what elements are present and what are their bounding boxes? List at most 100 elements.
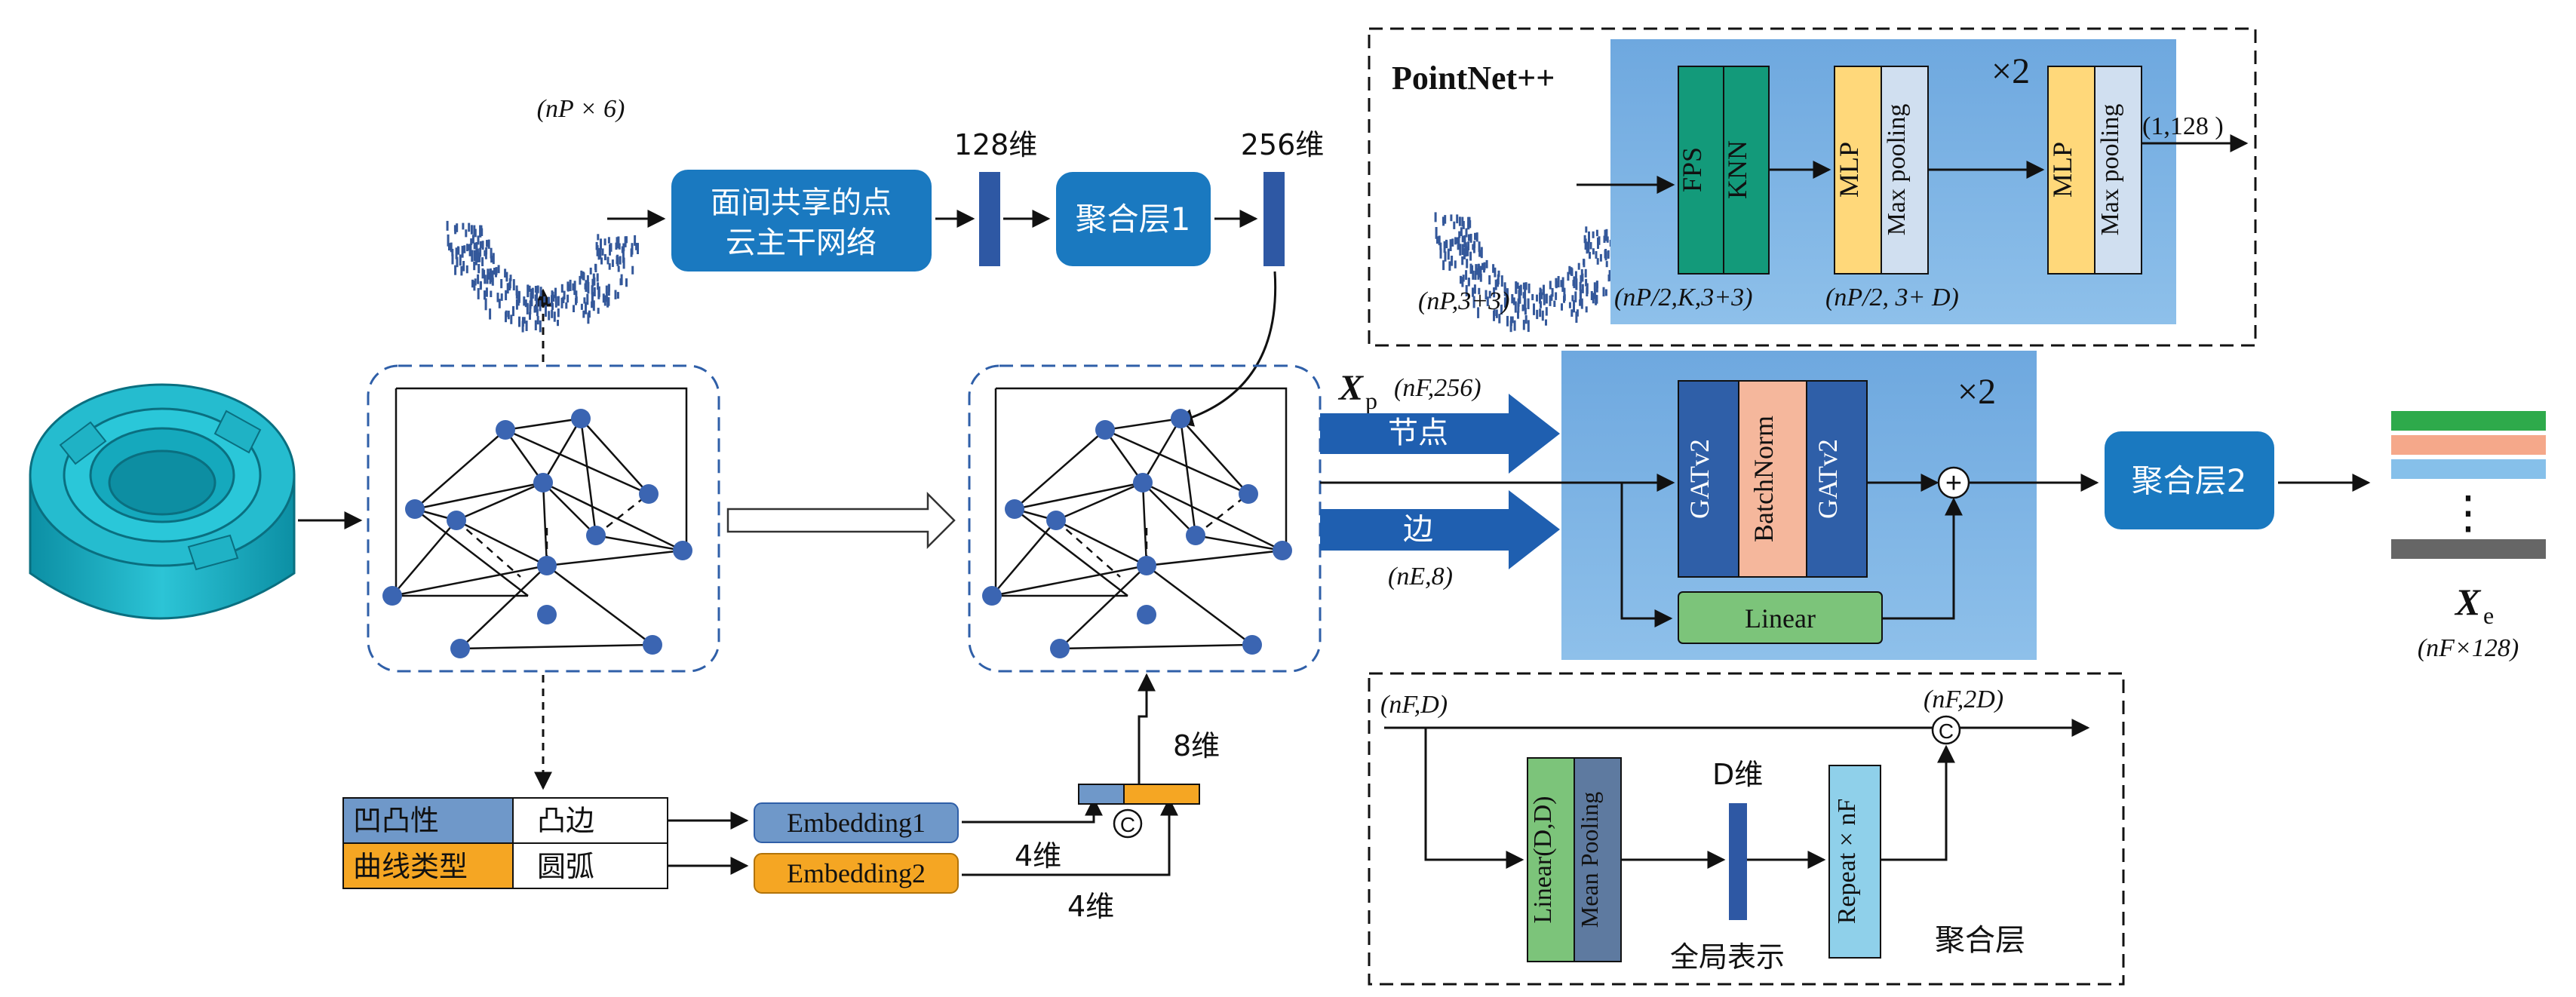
mean-pooling-block (1574, 757, 1622, 962)
point-marker (1469, 251, 1472, 261)
xe-shape: (nF×128) (2418, 634, 2519, 662)
point-marker (481, 257, 484, 266)
point-marker (453, 225, 456, 232)
xp-symbol: X (1337, 368, 1364, 408)
point-marker (596, 245, 599, 256)
point-marker (557, 308, 560, 318)
point-marker (597, 234, 600, 241)
point-marker (448, 243, 450, 251)
point-marker (477, 274, 480, 284)
edge-attribute-table (342, 797, 668, 889)
maxpool2-block (2094, 66, 2142, 275)
point-marker (622, 250, 625, 263)
pointnet-point-cloud-image (1434, 212, 1627, 333)
xp-subscript: p (1365, 387, 1377, 414)
point-marker (548, 296, 550, 304)
point-marker (1595, 229, 1598, 237)
point-marker (471, 250, 474, 262)
point-marker (1586, 283, 1589, 294)
dim-128-label: 128维 (954, 128, 1038, 161)
point-marker (484, 290, 486, 300)
point-marker (1454, 237, 1457, 245)
point-marker (1488, 275, 1491, 285)
point-marker (1505, 292, 1508, 304)
point-marker (454, 265, 457, 275)
embedding1-label: Embedding1 (787, 808, 926, 838)
mlp-shape: (nP/2, 3+ D) (1825, 284, 1959, 311)
point-marker (1442, 216, 1445, 223)
point-marker (603, 238, 606, 246)
point-cloud-shape-label: (nP × 6) (537, 95, 625, 123)
feature-256-bar (1263, 172, 1285, 266)
point-marker (554, 287, 557, 299)
xp-shape: (nF,256) (1394, 374, 1481, 402)
point-marker (1517, 298, 1520, 307)
point-marker (536, 308, 539, 317)
point-marker (616, 256, 619, 266)
point-marker (1580, 269, 1583, 280)
face-embedding-matrix (2391, 411, 2546, 559)
point-marker (1472, 270, 1475, 280)
point-marker (1442, 260, 1445, 271)
point-marker (468, 247, 471, 256)
point-marker (1605, 261, 1608, 268)
point-marker (523, 317, 526, 324)
point-marker (1486, 296, 1489, 306)
repeat-label: Repeat × nF (1833, 799, 1861, 924)
agg2-label: 聚合层2 (2132, 462, 2247, 499)
point-marker (1464, 249, 1467, 257)
aggregation-layer-2-box (2105, 431, 2274, 529)
point-marker (477, 235, 480, 245)
point-marker (1448, 261, 1451, 271)
point-marker (1464, 242, 1467, 251)
point-marker (515, 299, 518, 310)
point-marker (1500, 275, 1503, 287)
point-marker (575, 298, 577, 305)
point-marker (1589, 242, 1592, 250)
point-marker (470, 225, 473, 235)
point-marker (473, 281, 476, 291)
point-marker (1436, 236, 1438, 244)
shared-backbone-box (671, 170, 932, 271)
point-marker (1580, 289, 1582, 302)
gatv2-a-label: GATv2 (1684, 439, 1715, 519)
point-marker (1563, 287, 1566, 299)
point-marker (593, 287, 596, 296)
point-marker (479, 247, 482, 257)
point-marker (1522, 320, 1525, 330)
point-marker (533, 305, 536, 313)
point-marker (1453, 221, 1456, 229)
point-marker (486, 275, 489, 284)
point-marker (1517, 311, 1519, 319)
point-marker (1568, 265, 1571, 275)
point-marker (603, 253, 606, 261)
point-marker (1605, 229, 1608, 241)
point-marker (1585, 226, 1588, 233)
point-marker (456, 223, 459, 232)
point-marker (457, 247, 460, 255)
point-marker (566, 284, 570, 292)
pointnet-repeat: ×2 (1991, 51, 2030, 91)
point-marker (492, 253, 495, 265)
point-marker (1473, 284, 1476, 294)
point-marker (605, 291, 608, 302)
point-marker (554, 296, 557, 308)
aggregation-layer-1-box (1056, 172, 1211, 266)
point-marker (505, 271, 508, 282)
point-marker (557, 296, 560, 306)
point-marker (456, 256, 459, 268)
point-marker (591, 285, 594, 295)
point-marker (1581, 284, 1584, 293)
point-marker (1603, 235, 1606, 243)
point-marker (473, 242, 476, 250)
point-marker (637, 243, 639, 254)
point-marker (620, 274, 623, 285)
point-marker (1518, 292, 1521, 304)
point-marker (1583, 259, 1586, 268)
point-marker (527, 284, 530, 297)
point-marker (625, 236, 628, 244)
point-marker (1479, 274, 1482, 282)
point-marker (1585, 306, 1588, 313)
point-marker (462, 261, 465, 271)
point-marker (1478, 287, 1481, 295)
